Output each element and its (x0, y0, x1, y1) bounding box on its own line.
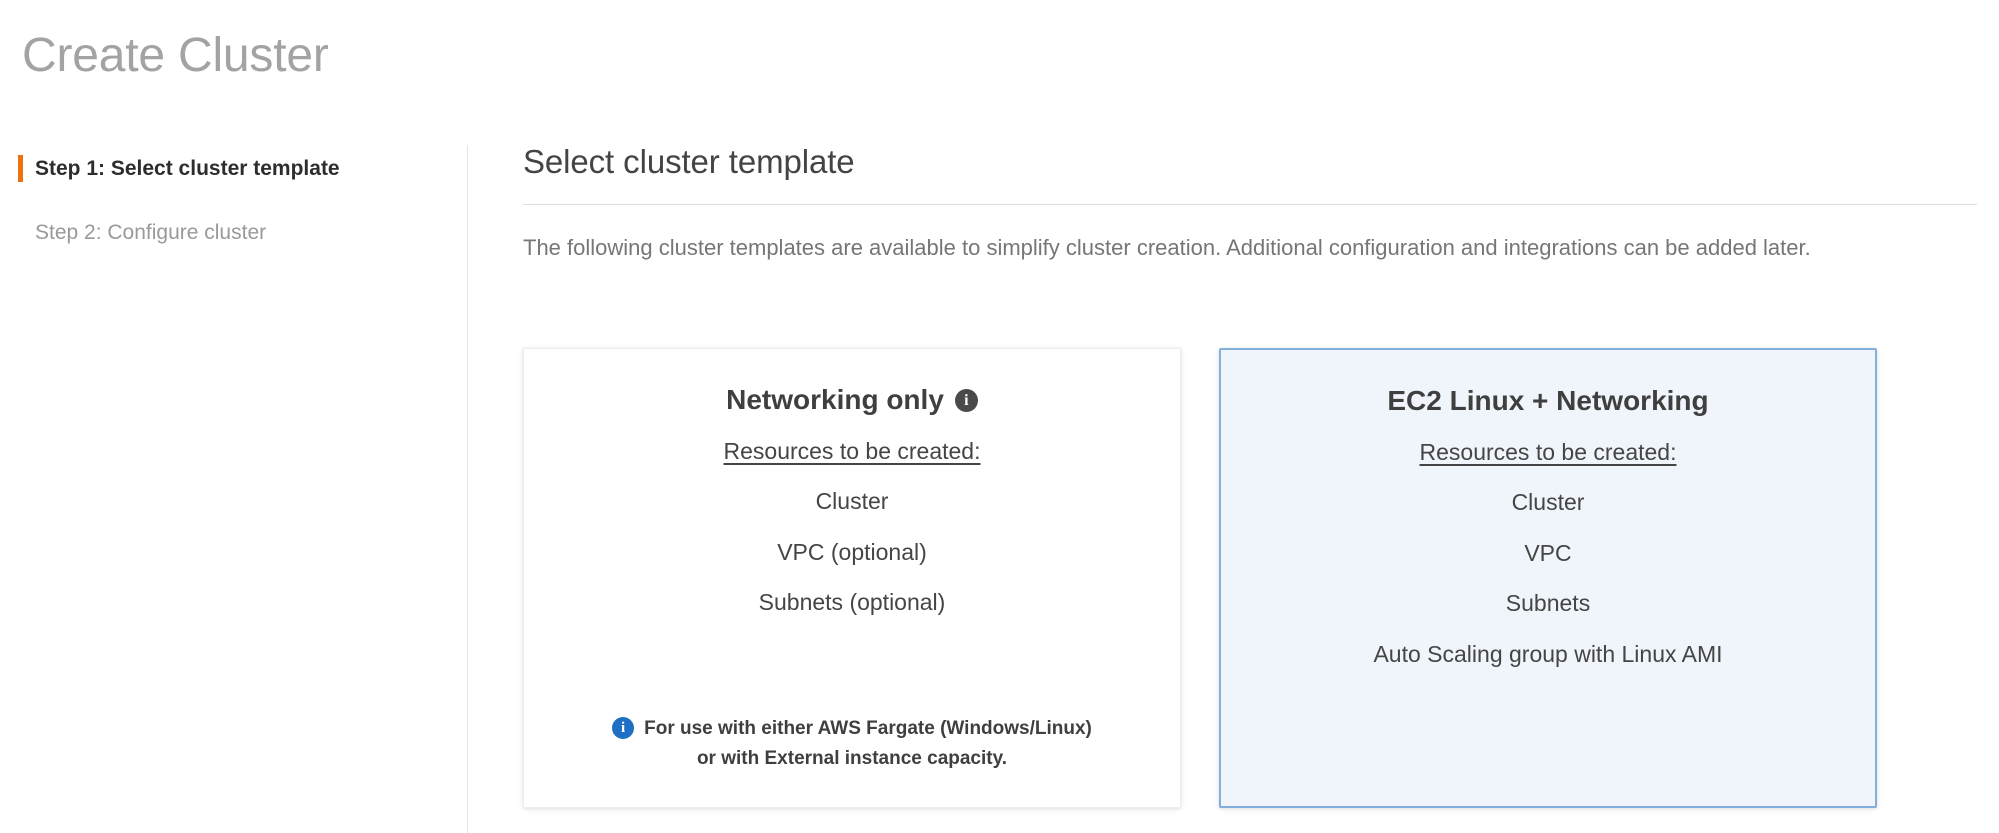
sidebar-item-step-1[interactable]: Step 1: Select cluster template (0, 155, 468, 182)
list-item: Cluster (815, 488, 889, 515)
info-icon[interactable]: i (954, 388, 978, 412)
list-item: Cluster (1511, 489, 1585, 516)
sidebar-divider (467, 145, 468, 833)
section-description: The following cluster templates are avai… (523, 235, 1811, 260)
card-note-line-2: or with External instance capacity. (696, 747, 1008, 769)
resource-list: Cluster VPC Subnets Auto Scaling group w… (1247, 489, 1849, 668)
list-item: Subnets (optional) (758, 589, 946, 616)
main-content: Select cluster template The following cl… (523, 143, 1977, 808)
resource-list: Cluster VPC (optional) Subnets (optional… (550, 488, 1154, 617)
sidebar-item-step-2[interactable]: Step 2: Configure cluster (0, 220, 468, 245)
resources-label: Resources to be created: (723, 438, 981, 465)
card-title-text: Networking only (726, 384, 944, 415)
section-title: Select cluster template (523, 143, 855, 180)
list-item: VPC (optional) (777, 538, 927, 565)
card-title-networking-only: Networking only i (550, 383, 1154, 417)
card-title-text: EC2 Linux + Networking (1387, 385, 1709, 416)
active-step-marker (18, 155, 23, 182)
sidebar-item-step-1-label: Step 1: Select cluster template (35, 157, 340, 180)
wizard-sidebar: Step 1: Select cluster template Step 2: … (0, 145, 468, 833)
section-divider (523, 204, 1977, 205)
template-card-list: Networking only i Resources to be create… (523, 348, 1877, 808)
template-card-ec2-linux-networking[interactable]: EC2 Linux + Networking Resources to be c… (1219, 348, 1877, 808)
info-icon: i (612, 717, 635, 740)
list-item: Auto Scaling group with Linux AMI (1373, 640, 1723, 667)
page-title: Create Cluster (22, 29, 329, 82)
list-item: VPC (1524, 539, 1572, 566)
card-note: i For use with either AWS Fargate (Windo… (572, 714, 1132, 773)
template-card-networking-only[interactable]: Networking only i Resources to be create… (523, 348, 1181, 808)
resources-label: Resources to be created: (1419, 439, 1677, 466)
card-note-line-1: For use with either AWS Fargate (Windows… (644, 718, 1092, 740)
sidebar-item-step-2-label: Step 2: Configure cluster (35, 221, 267, 245)
card-title-ec2-linux-networking: EC2 Linux + Networking (1247, 384, 1849, 418)
list-item: Subnets (1505, 590, 1591, 617)
